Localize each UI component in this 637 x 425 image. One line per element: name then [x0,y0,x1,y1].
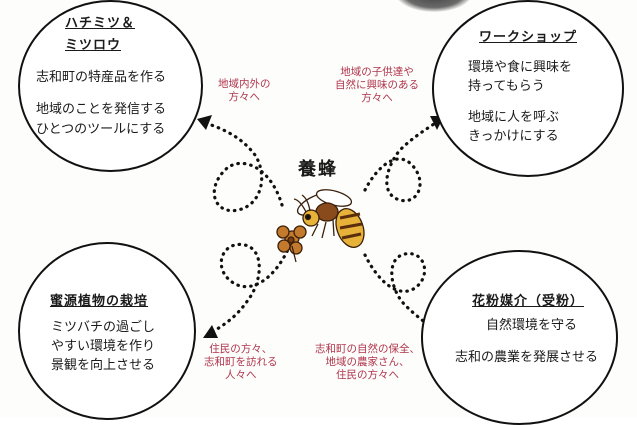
honey-circle [18,0,203,172]
audience-top-left-line2: 方々へ [228,91,261,103]
connector-top-left [201,120,284,213]
honey-text2-line2: ひとつのツールにする [36,122,166,137]
pollination-title: 花粉媒介（受粉） [472,294,585,309]
workshop-text1-line1: 環境や食に興味を [468,60,573,75]
audience-top-right: 地域の子供達や 自然に興味のある 方々へ [335,66,419,105]
plants-text-line2: やすい環境を作り [51,339,156,354]
audience-bottom-left-line3: 人々へ [225,369,257,381]
workshop-text2-line1: 地域に人を呼ぶ [468,110,560,125]
audience-bottom-left: 住民の方々、 志和町を訪れる 人々へ [204,343,278,382]
connector-top-right [363,120,439,203]
center-title: 養蜂 [298,159,338,180]
arrowhead-top-left [197,115,212,130]
audience-bottom-left-line1: 住民の方々、 [209,343,273,355]
audience-bottom-left-line2: 志和町を訪れる [204,356,278,368]
honey-title-line1: ハチミツ＆ [65,16,136,31]
workshop-title: ワークショップ [479,30,578,45]
honey-title-line2: ミツロウ [65,38,122,53]
connector-bottom-right [363,252,442,335]
audience-top-right-line1: 地域の子供達や [340,66,414,78]
audience-bottom-right-line2: 地域の農家さん、 [325,356,410,368]
workshop-text1-line2: 持ってもらう [468,79,545,94]
audience-bottom-right: 志和町の自然の保全、 地域の農家さん、 住民の方々へ [315,343,420,382]
plants-title: 蜜源植物の栽培 [50,294,149,309]
workshop-circle [432,0,624,177]
connector-bottom-left [208,242,292,335]
pollination-text2: 志和の農業を発展させる [455,350,599,365]
audience-top-left: 地域内外の 方々へ [218,78,271,104]
bee-illustration [276,189,365,263]
plants-text-line3: 景観を向上させる [51,358,156,373]
audience-bottom-right-line1: 志和町の自然の保全、 [315,343,420,355]
honey-text1: 志和町の特産品を作る [36,70,167,85]
audience-top-right-line2: 自然に興味のある [335,79,419,91]
corner-shadow [395,0,473,12]
audience-top-right-line3: 方々へ [361,92,393,104]
plants-text-line1: ミツバチの過ごし [51,320,156,335]
audience-bottom-right-line3: 住民の方々へ [336,369,399,381]
arrowhead-bottom-left [203,325,218,338]
workshop-text2-line2: きっかけにする [468,129,559,144]
honey-text2-line1: 地域のことを発信する [36,102,167,117]
flower-icon [276,225,307,263]
pollination-text1: 自然環境を守る [486,318,578,333]
pollination-circle [421,250,618,425]
audience-top-left-line1: 地域内外の [218,78,271,90]
